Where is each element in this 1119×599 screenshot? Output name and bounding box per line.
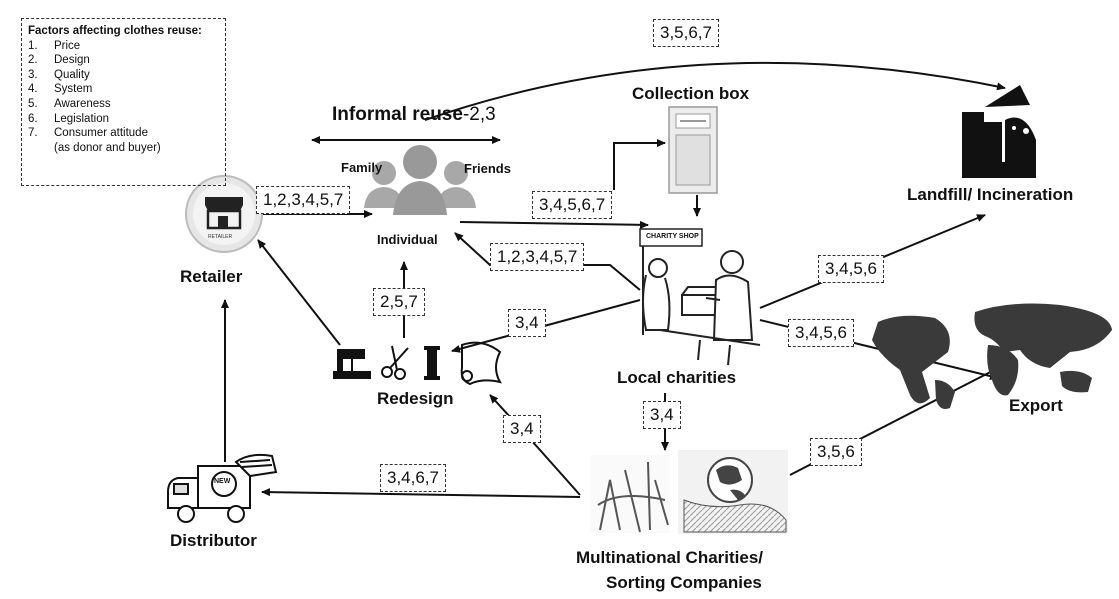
legend-item: 3.Quality [28,68,90,81]
people-group-icon [364,145,476,215]
arrow-to-landfill-top [424,61,1006,121]
fabric-roll-icon [460,341,502,386]
dump-truck-icon [962,85,1036,178]
arrow-individual-to-charity [459,220,649,229]
store-icon [185,175,263,253]
flow-tag-charities-to-individual: 1,2,3,4,5,7 [490,243,585,271]
legend-item: 2.Design [28,54,90,67]
arrow-charity-to-redesign [451,299,641,353]
delivery-truck-icon [167,453,278,523]
flow-tag-multinational-to-redesign: 3,4 [503,415,541,443]
retailer-sign-text: RETAILER [208,234,233,240]
individual-label: Individual [377,232,438,247]
legend-item: 1.Price [28,39,81,52]
arrow-redesign-to-retailer [257,239,341,346]
arrow-multinational-to-redesign [489,394,581,496]
legend-item: 7.Consumer attitude [28,127,148,140]
charity-shop-scene-icon [639,228,761,366]
flow-tag-charities-to-multinational: 3,4 [643,401,681,429]
flow-tag-charities-to-landfill: 3,4,5,6 [818,255,884,283]
flow-tag-multinational-to-distributor: 3,4,6,7 [380,464,446,492]
distributor-label: Distributor [170,531,257,550]
multinational-label-line1: Multinational Charities/ [576,548,764,567]
flow-tag-redesign-to-individual: 2,5,7 [373,288,425,316]
friends-label: Friends [464,161,511,176]
export-label: Export [1009,396,1063,415]
flow-tag-charities-to-redesign: 3,4 [508,309,546,337]
sorting-companies-image [590,450,788,534]
arrow-multinational-to-distributor [261,488,581,498]
sewing-machine-icon [333,349,371,379]
world-map-icon [872,303,1112,409]
landfill-label: Landfill/ Incineration [907,185,1074,204]
legend-item: 6.Legislation [28,112,109,125]
family-label: Family [341,160,383,175]
legend-title: Factors affecting clothes reuse: [28,25,202,37]
flow-tag-individual-to-collection: 3,4,5,6,7 [532,191,613,219]
flow-tag-charities-to-export: 3,4,5,6 [788,319,854,347]
multinational-label-line2: Sorting Companies [606,573,762,592]
retailer-label: Retailer [180,267,243,286]
legend-item: 5.Awareness [28,97,111,110]
redesign-label: Redesign [377,389,454,408]
factors-legend: Factors affecting clothes reuse: 1.Price… [21,18,226,186]
collection-box-icon [668,106,718,194]
charity-shop-sign: CHARITY SHOP [646,233,699,240]
legend-item: 4.System [28,83,93,96]
scissors-icon [381,345,409,380]
arrow-to-collection-box [613,139,666,190]
local-charities-label: Local charities [617,368,737,387]
legend-note: (as donor and buyer) [54,141,161,154]
flow-tag-multinational-to-export: 3,5,6 [810,438,862,466]
truck-logo-text: NEW [214,478,231,485]
flow-tag-to-landfill-top: 3,5,6,7 [653,19,719,47]
collection-box-label: Collection box [632,84,750,103]
flow-tag-retailer-to-individual: 1,2,3,4,5,7 [256,186,351,214]
informal-reuse-label: Informal reuse-2,3 [332,104,496,125]
thread-spool-icon [424,346,440,380]
